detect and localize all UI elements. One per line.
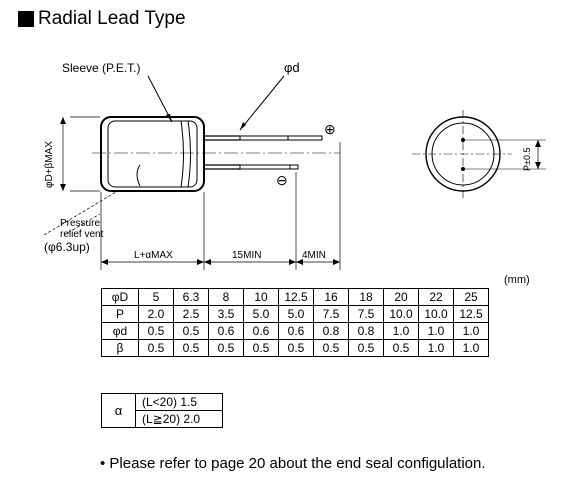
table-cell: 0.5 (173, 322, 209, 340)
leads (204, 135, 323, 170)
table-cell: 16 (313, 288, 349, 306)
table-cell: 10 (243, 288, 279, 306)
alpha-value-short: (L<20) 1.5 (135, 393, 223, 411)
end-view (412, 110, 546, 198)
table-cell: 0.5 (243, 339, 279, 357)
lead-length-label: 15MIN (232, 250, 261, 261)
table-cell: 5.0 (278, 305, 314, 323)
table-cell: 8 (208, 288, 244, 306)
table-cell: 0.5 (383, 339, 419, 357)
capacitor-drawing: Sleeve (P.E.T.) φd ⊕ ⊖ φD+βMAX Pressure … (43, 60, 546, 270)
alpha-symbol: α (101, 393, 136, 428)
table-cell: 20 (383, 288, 419, 306)
table-cell: 0.5 (313, 339, 349, 357)
table-cell: 1.0 (383, 322, 419, 340)
table-cell: 7.5 (313, 305, 349, 323)
table-cell: 0.5 (138, 339, 174, 357)
pitch-label: P±0.5 (522, 148, 532, 171)
row-label: φD (101, 288, 139, 306)
table-cell: 1.0 (453, 339, 489, 357)
table-cell: 0.5 (348, 339, 384, 357)
table-cell: 7.5 (348, 305, 384, 323)
table-cell: 0.8 (348, 322, 384, 340)
table-cell: 6.3 (173, 288, 209, 306)
capacitor-body (100, 116, 205, 192)
row-label: P (101, 305, 139, 323)
body-length-label: L+αMAX (134, 250, 173, 261)
unit-label: (mm) (504, 274, 530, 286)
alpha-table: α (L<20) 1.5 (L≧20) 2.0 (101, 393, 223, 428)
table-cell: 0.5 (278, 339, 314, 357)
page-title-text: Radial Lead Type (38, 8, 186, 29)
table-cell: 2.0 (138, 305, 174, 323)
lead-bend-label: 4MIN (302, 250, 326, 261)
table-cell: 0.5 (138, 322, 174, 340)
table-cell: 2.5 (173, 305, 209, 323)
lead-diameter-label: φd (284, 60, 300, 75)
table-cell: 12.5 (278, 288, 314, 306)
vent-size-label: (φ6.3up) (44, 240, 90, 254)
table-cell: 12.5 (453, 305, 489, 323)
table-cell: 10.0 (418, 305, 454, 323)
page-title: Radial Lead Type (18, 8, 186, 30)
plus-terminal-icon: ⊕ (324, 121, 336, 137)
table-cell: 0.5 (208, 339, 244, 357)
vent-label-line2: relief vent (60, 229, 104, 240)
row-label: φd (101, 322, 139, 340)
table-cell: 0.5 (173, 339, 209, 357)
square-bullet-icon (18, 11, 34, 27)
table-cell: 0.6 (208, 322, 244, 340)
table-cell: 0.6 (278, 322, 314, 340)
table-cell: 1.0 (418, 322, 454, 340)
table-cell: 3.5 (208, 305, 244, 323)
table-cell: 5 (138, 288, 174, 306)
end-seal-note: • Please refer to page 20 about the end … (100, 455, 486, 472)
vent-label-line1: Pressure (60, 218, 100, 229)
table-cell: 1.0 (453, 322, 489, 340)
table-cell: 25 (453, 288, 489, 306)
table-cell: 5.0 (243, 305, 279, 323)
table-cell: 1.0 (418, 339, 454, 357)
row-label: β (101, 339, 139, 357)
table-cell: 0.6 (243, 322, 279, 340)
sleeve-label: Sleeve (P.E.T.) (62, 61, 140, 75)
table-cell: 18 (348, 288, 384, 306)
body-diameter-label: φD+βMAX (44, 141, 55, 188)
table-cell: 0.8 (313, 322, 349, 340)
table-cell: 22 (418, 288, 454, 306)
table-cell: 10.0 (383, 305, 419, 323)
minus-terminal-icon: ⊖ (276, 172, 288, 188)
alpha-value-long: (L≧20) 2.0 (135, 410, 223, 428)
